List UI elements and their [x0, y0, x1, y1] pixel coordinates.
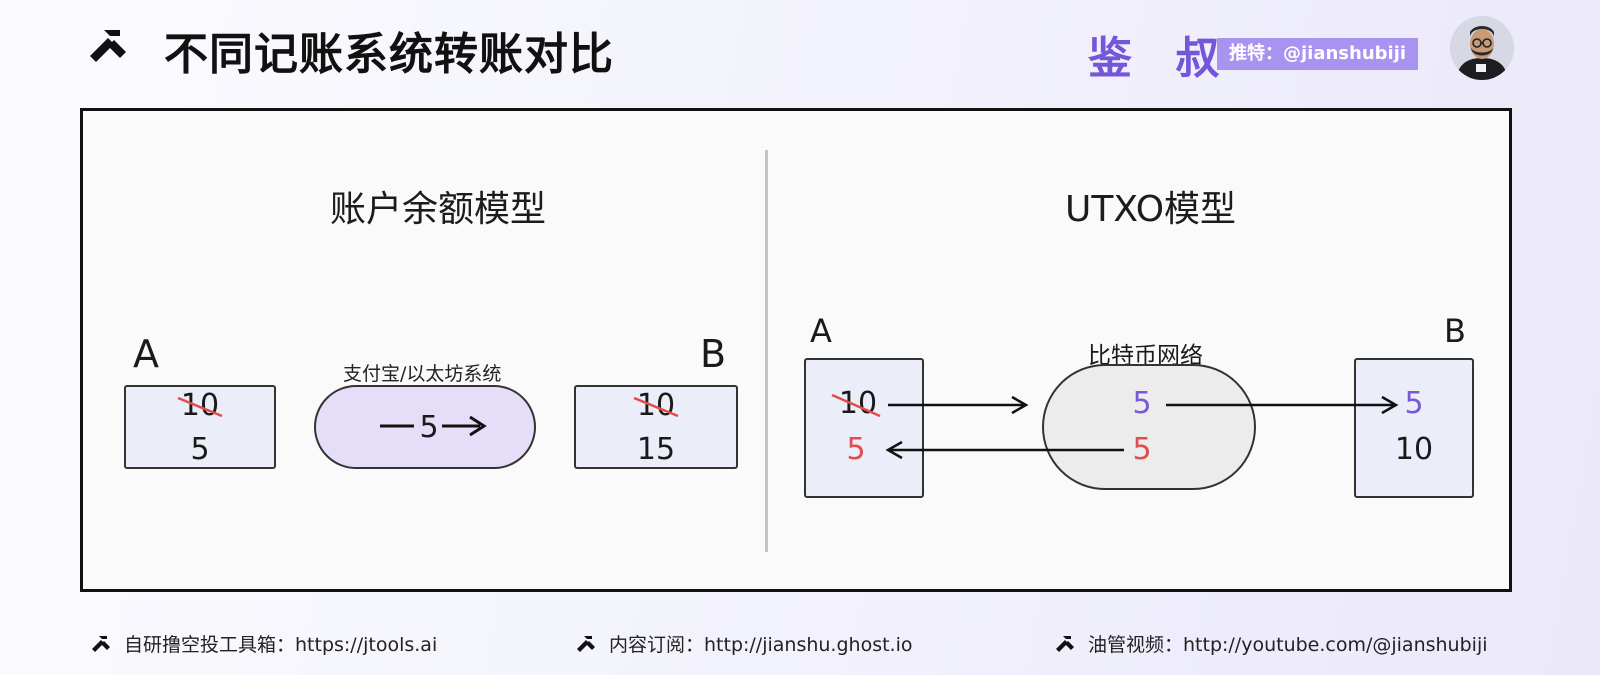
left-account-a-new-value: 5: [190, 432, 210, 467]
left-account-b-label: B: [700, 332, 727, 376]
arrow-network-to-b-icon: [1166, 395, 1399, 415]
payment-flow-value: 5: [419, 410, 439, 445]
right-account-b-label: B: [1444, 312, 1466, 350]
bitcoin-network-shape: [1042, 364, 1256, 490]
strike-mark: [831, 393, 881, 418]
utxo-a-spent-value: 10: [838, 386, 878, 421]
left-account-b-old-value: 10: [636, 388, 676, 423]
diagram-frame: [80, 108, 1512, 592]
right-panel-title: UTXO模型: [1065, 189, 1237, 230]
flow-line-left: [380, 424, 414, 428]
jtools-logo-icon: [92, 635, 110, 652]
arrow-network-to-a-icon: [885, 440, 1124, 460]
utxo-a-change-value: 5: [846, 432, 866, 467]
arrow-a-to-network-icon: [888, 395, 1029, 415]
network-out-value: 5: [1132, 386, 1152, 421]
left-account-b-box: [574, 385, 738, 469]
payment-system-label: 支付宝/以太坊系统: [343, 363, 502, 385]
panel-divider: [765, 150, 768, 552]
arrow-right-icon: [442, 415, 487, 437]
footer-youtube-link[interactable]: 油管视频：http://youtube.com/@jianshubiji: [1054, 630, 1488, 657]
jtools-logo-icon: [1056, 635, 1074, 652]
left-account-a-box: [124, 385, 276, 469]
strike-mark: [633, 396, 679, 418]
page-title: 不同记账系统转账对比: [164, 29, 614, 80]
footer-youtube-text: 油管视频：http://youtube.com/@jianshubiji: [1088, 634, 1488, 656]
right-account-b-box: [1354, 358, 1474, 498]
footer-subscribe-link[interactable]: 内容订阅：http://jianshu.ghost.io: [575, 630, 913, 657]
section-tag: 鉴 叔: [1088, 33, 1234, 84]
jtools-logo-icon: [577, 635, 595, 652]
jtools-logo-icon: [90, 30, 126, 62]
twitter-badge[interactable]: 推特：@jianshubiji: [1217, 38, 1419, 70]
utxo-b-existing-value: 10: [1394, 432, 1434, 467]
footer-subscribe-text: 内容订阅：http://jianshu.ghost.io: [609, 634, 913, 656]
avatar-portrait-icon: [1450, 16, 1514, 80]
footer-tools-link[interactable]: 自研撸空投工具箱：https://jtools.ai: [90, 630, 437, 657]
payment-system-pill: [314, 385, 536, 469]
right-account-a-label: A: [810, 312, 832, 350]
strike-mark: [177, 396, 223, 418]
right-account-a-box: [804, 358, 924, 498]
left-account-b-new-value: 15: [636, 432, 676, 467]
left-panel-title: 账户余额模型: [330, 189, 547, 230]
left-account-a-old-value: 10: [180, 388, 220, 423]
left-account-a-label: A: [133, 332, 159, 376]
avatar: [1450, 16, 1514, 80]
utxo-b-received-value: 5: [1404, 386, 1424, 421]
network-change-value: 5: [1132, 432, 1152, 467]
footer-tools-text: 自研撸空投工具箱：https://jtools.ai: [124, 634, 438, 656]
